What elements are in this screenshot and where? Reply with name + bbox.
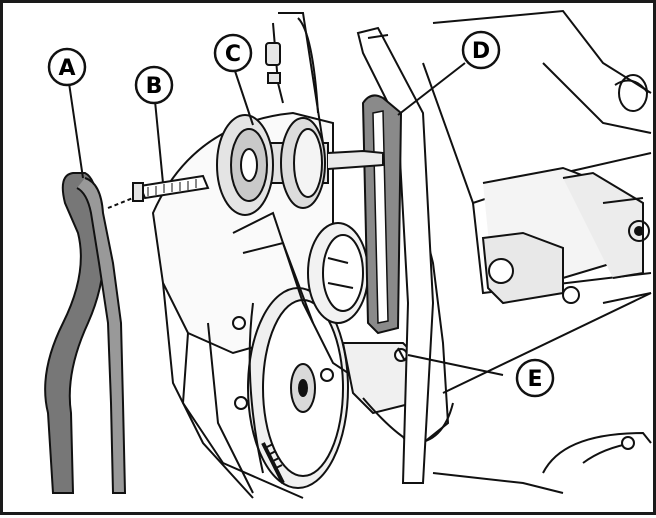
callout-a: A: [47, 47, 87, 87]
callout-b-label: B: [146, 74, 163, 99]
lever-handle: [356, 26, 435, 484]
callout-c: C: [213, 33, 253, 73]
callout-e-label: E: [527, 367, 542, 392]
belt-a: [44, 172, 127, 494]
engine-housing: [422, 9, 652, 494]
callout-d-label: D: [472, 39, 490, 64]
mid-pulley: [307, 222, 369, 324]
idler-pulley-c: [216, 114, 384, 216]
callout-b: B: [134, 65, 174, 105]
callout-e: E: [515, 358, 555, 398]
leader-lines: [68, 62, 504, 376]
belt-assembly-illustration: A B C D E: [44, 9, 652, 499]
callout-d: D: [461, 30, 501, 70]
belt-d: [361, 94, 403, 335]
callout-c-label: C: [225, 42, 241, 67]
bolt-b: [107, 174, 210, 209]
callout-a-label: A: [58, 56, 75, 81]
tension-bracket: [207, 211, 454, 494]
